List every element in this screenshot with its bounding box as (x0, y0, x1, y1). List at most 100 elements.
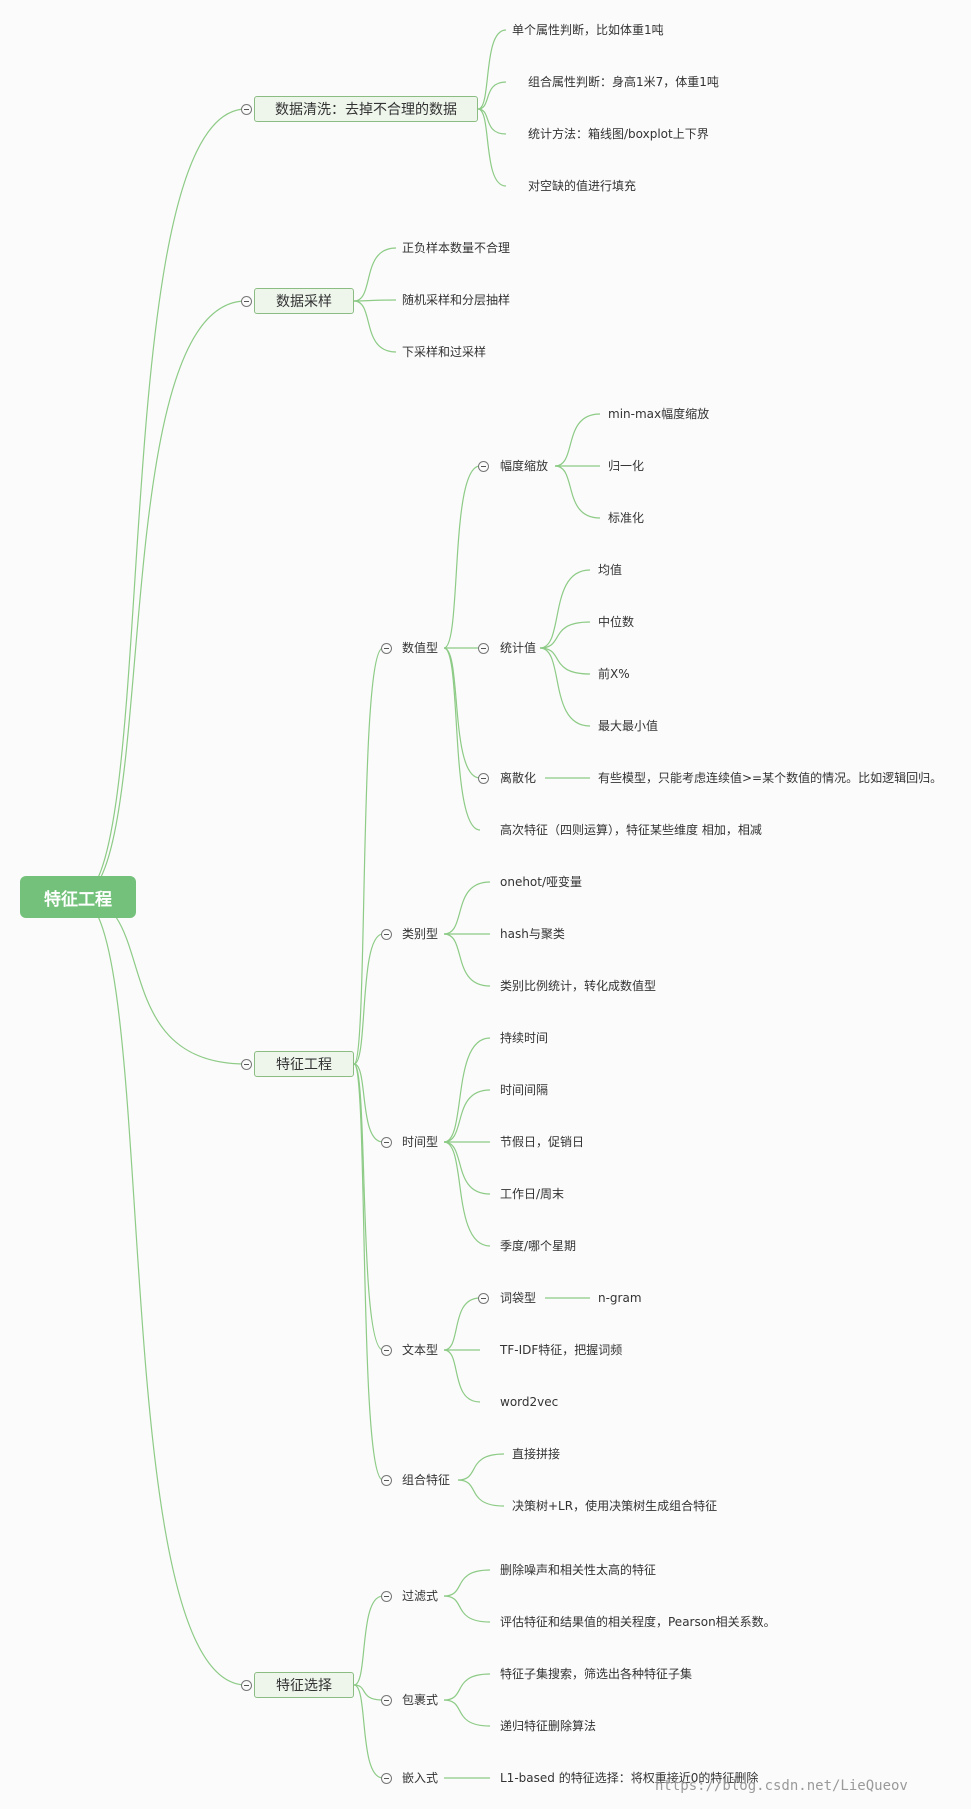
leaf-scaling-1[interactable]: min-max幅度缩放 (608, 407, 710, 421)
leaf-scaling-2[interactable]: 归一化 (608, 459, 645, 473)
leaf-cleaning-4[interactable]: 对空缺的值进行填充 (528, 179, 637, 193)
node-discrete[interactable]: 离散化 (500, 771, 537, 785)
node-bag-of-words[interactable]: 词袋型 (500, 1291, 537, 1305)
connector-line (477, 29, 507, 110)
connector-line (539, 621, 591, 649)
leaf-embedded-desc[interactable]: L1-based 的特征选择：将权重接近0的特征删除 (500, 1771, 759, 1785)
connector-line (77, 896, 247, 1686)
collapse-icon[interactable] (381, 1591, 392, 1602)
leaf-stats-1[interactable]: 均值 (598, 563, 623, 577)
collapse-icon[interactable] (241, 296, 252, 307)
connector-line (353, 1684, 384, 1779)
collapse-icon[interactable] (381, 1695, 392, 1706)
leaf-combo-2[interactable]: 决策树+LR，使用决策树生成组合特征 (512, 1499, 718, 1513)
leaf-cleaning-1[interactable]: 单个属性判断，比如体重1吨 (512, 23, 664, 37)
connector-line (443, 1595, 491, 1623)
connector-line (443, 1349, 481, 1403)
leaf-text-1[interactable]: TF-IDF特征，把握词频 (500, 1343, 623, 1357)
connector-line (443, 1297, 481, 1351)
leaf-cleaning-2[interactable]: 组合属性判断：身高1米7，体重1吨 (528, 75, 719, 89)
node-data-cleaning[interactable]: 数据清洗：去掉不合理的数据 (254, 96, 478, 122)
connector-line (353, 933, 384, 1065)
connector-line (77, 896, 247, 1065)
node-numeric[interactable]: 数值型 (402, 641, 439, 655)
connector-line (539, 647, 591, 727)
connector-line (477, 108, 507, 187)
root-node[interactable]: 特征工程 (20, 876, 136, 918)
leaf-combo-1[interactable]: 直接拼接 (512, 1447, 561, 1461)
connector-line (353, 1063, 384, 1481)
collapse-icon[interactable] (381, 1137, 392, 1148)
leaf-sampling-1[interactable]: 正负样本数量不合理 (402, 241, 511, 255)
connector-line (539, 647, 591, 675)
node-filter[interactable]: 过滤式 (402, 1589, 439, 1603)
connector-line (443, 881, 491, 935)
node-data-sampling[interactable]: 数据采样 (254, 288, 354, 314)
leaf-time-1[interactable]: 持续时间 (500, 1031, 549, 1045)
node-categorical[interactable]: 类别型 (402, 927, 439, 941)
connector-line (353, 647, 384, 1065)
leaf-time-3[interactable]: 节假日，促销日 (500, 1135, 585, 1149)
node-feature-engineering[interactable]: 特征工程 (254, 1051, 354, 1077)
leaf-time-5[interactable]: 季度/哪个星期 (500, 1239, 577, 1253)
collapse-icon[interactable] (381, 1475, 392, 1486)
leaf-categorical-1[interactable]: onehot/哑变量 (500, 875, 583, 889)
node-combo[interactable]: 组合特征 (402, 1473, 451, 1487)
leaf-cleaning-3[interactable]: 统计方法：箱线图/boxplot上下界 (528, 127, 709, 141)
node-scaling[interactable]: 幅度缩放 (500, 459, 549, 473)
collapse-icon[interactable] (478, 773, 489, 784)
collapse-icon[interactable] (241, 1680, 252, 1691)
connector-line (443, 1673, 491, 1701)
leaf-time-2[interactable]: 时间间隔 (500, 1083, 549, 1097)
connector-line (443, 1037, 491, 1143)
leaf-wrapper-2[interactable]: 递归特征删除算法 (500, 1719, 597, 1733)
collapse-icon[interactable] (241, 104, 252, 115)
connector-line (353, 1063, 384, 1143)
node-stats[interactable]: 统计值 (500, 641, 537, 655)
collapse-icon[interactable] (381, 929, 392, 940)
leaf-categorical-3[interactable]: 类别比例统计，转化成数值型 (500, 979, 657, 993)
watermark: https://blog.csdn.net/LieQueov (655, 1778, 908, 1794)
connector-line (443, 647, 481, 779)
leaf-stats-4[interactable]: 最大最小值 (598, 719, 659, 733)
connector-line (353, 300, 397, 353)
leaf-discrete-desc[interactable]: 有些模型，只能考虑连续值>=某个数值的情况。比如逻辑回归。 (598, 771, 943, 785)
connector-line (457, 1453, 505, 1481)
connector-line (77, 300, 247, 898)
leaf-categorical-2[interactable]: hash与聚类 (500, 927, 565, 941)
connector-line (477, 108, 507, 135)
leaf-higher-order[interactable]: 高次特征（四则运算），特征某些维度 相加，相减 (500, 823, 762, 837)
collapse-icon[interactable] (478, 461, 489, 472)
connector-line (554, 465, 601, 519)
collapse-icon[interactable] (478, 1293, 489, 1304)
node-time[interactable]: 时间型 (402, 1135, 439, 1149)
collapse-icon[interactable] (478, 643, 489, 654)
leaf-time-4[interactable]: 工作日/周末 (500, 1187, 565, 1201)
node-text[interactable]: 文本型 (402, 1343, 439, 1357)
node-wrapper[interactable]: 包裹式 (402, 1693, 439, 1707)
leaf-filter-2[interactable]: 评估特征和结果值的相关程度，Pearson相关系数。 (500, 1615, 776, 1629)
leaf-stats-2[interactable]: 中位数 (598, 615, 635, 629)
leaf-scaling-3[interactable]: 标准化 (608, 511, 645, 525)
connector-line (457, 1479, 505, 1507)
connector-line (443, 1699, 491, 1727)
leaf-filter-1[interactable]: 删除噪声和相关性太高的特征 (500, 1563, 657, 1577)
leaf-text-2[interactable]: word2vec (500, 1395, 559, 1409)
leaf-stats-3[interactable]: 前X% (598, 667, 630, 681)
leaf-sampling-2[interactable]: 随机采样和分层抽样 (402, 293, 511, 307)
connector-line (443, 647, 481, 831)
leaf-ngram[interactable]: n-gram (598, 1291, 642, 1305)
collapse-icon[interactable] (241, 1059, 252, 1070)
collapse-icon[interactable] (381, 1773, 392, 1784)
collapse-icon[interactable] (381, 1345, 392, 1356)
node-embedded[interactable]: 嵌入式 (402, 1771, 439, 1785)
connector-line (77, 108, 247, 898)
connector-line (443, 1569, 491, 1597)
leaf-sampling-3[interactable]: 下采样和过采样 (402, 345, 487, 359)
connector-line (353, 299, 397, 302)
leaf-wrapper-1[interactable]: 特征子集搜索，筛选出各种特征子集 (500, 1667, 693, 1681)
collapse-icon[interactable] (381, 643, 392, 654)
connector-line (443, 465, 481, 649)
node-feature-selection[interactable]: 特征选择 (254, 1672, 354, 1698)
